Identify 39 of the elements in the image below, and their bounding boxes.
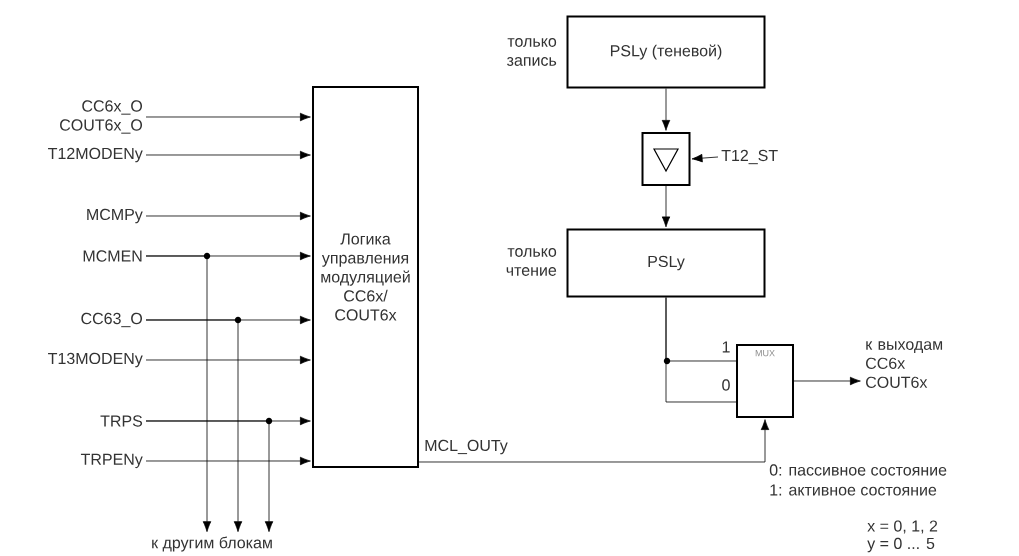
logic-block: Логика управления модуляцией CC6x/ COUT6x — [312, 86, 419, 468]
arrow — [145, 456, 311, 466]
output-label: к другим блокам — [152, 536, 272, 552]
arrow — [145, 150, 311, 160]
side-label: только запись — [507, 38, 557, 66]
note-text: x = 0, 1, 2 — [867, 520, 938, 534]
signal-label: TRPENy — [80, 453, 143, 469]
arrow — [793, 376, 861, 386]
multiplexer-box: MUX — [736, 344, 794, 418]
arrow — [145, 211, 311, 221]
edge-label: 0 — [720, 378, 732, 392]
signal-label: CC63_O — [81, 312, 143, 328]
arrow — [145, 319, 243, 532]
arrow — [661, 88, 671, 131]
side-label: только чтение — [506, 248, 557, 276]
arrow — [145, 112, 311, 122]
arrow — [691, 153, 719, 163]
arrow — [145, 355, 311, 365]
latch-box — [641, 132, 691, 186]
register-box: PSLy (теневой) — [566, 15, 766, 89]
arrow — [145, 255, 212, 532]
signal-label: T13MODENy — [48, 352, 143, 368]
register-box: PSLy — [566, 228, 766, 298]
output-label: к выходам CC6x COUT6x — [866, 341, 943, 388]
note-text: y = 0 ... 5 — [867, 537, 935, 553]
edge-label: MCL_OUTy — [423, 438, 509, 456]
signal-label: T12_ST — [721, 149, 778, 165]
signal-label: TRPS — [100, 415, 143, 427]
signal-label: MCMPy — [87, 208, 143, 224]
arrow — [145, 420, 274, 532]
signal-label: MCMEN — [83, 250, 142, 262]
note-text: 1: активное состояние — [770, 484, 937, 496]
arrow — [418, 419, 770, 463]
connector-line — [665, 297, 737, 403]
note-text: 0: пассивное состояние — [769, 464, 947, 476]
edge-label: 1 — [720, 340, 732, 354]
signal-label: T12MODENy — [48, 147, 143, 163]
arrow — [661, 185, 671, 228]
signal-label: CC6x_O COUT6x_O — [60, 100, 143, 134]
